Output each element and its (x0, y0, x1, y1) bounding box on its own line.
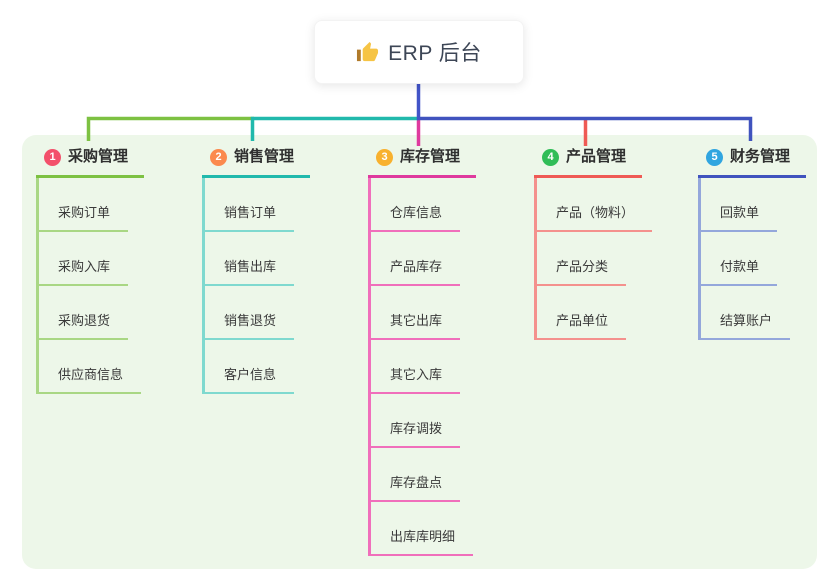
branch-head-purchase[interactable]: 1 采购管理 (36, 146, 145, 178)
branch-children: 仓库信息 产品库存 其它出库 其它入库 库存调拨 库存盘点 出库库明细 (368, 178, 476, 556)
branch-inventory: 3 库存管理 仓库信息 产品库存 其它出库 其它入库 库存调拨 库存盘点 出库库… (368, 146, 477, 556)
thumbs-up-icon (357, 41, 379, 61)
branch-product: 4 产品管理 产品（物料） 产品分类 产品单位 (534, 146, 653, 340)
child-node: 产品单位 (534, 286, 652, 340)
child-node: 产品分类 (534, 232, 652, 286)
child-node: 采购入库 (36, 232, 144, 286)
child-node: 销售出库 (202, 232, 310, 286)
branch-children: 产品（物料） 产品分类 产品单位 (534, 178, 653, 340)
child-node: 客户信息 (202, 340, 310, 394)
branch-vline (698, 178, 701, 340)
root-node[interactable]: ERP 后台 (314, 20, 524, 84)
child-node-label[interactable]: 采购退货 (36, 312, 129, 340)
child-node-label[interactable]: 结算账户 (698, 312, 791, 340)
child-node-label[interactable]: 采购入库 (36, 258, 129, 286)
branch-head-sales[interactable]: 2 销售管理 (202, 146, 311, 178)
branch-vline (36, 178, 39, 394)
child-node-label[interactable]: 仓库信息 (368, 204, 461, 232)
child-node-label[interactable]: 产品分类 (534, 258, 627, 286)
child-node-label[interactable]: 供应商信息 (36, 366, 142, 394)
branch-badge: 3 (376, 148, 393, 166)
child-node: 出库库明细 (368, 502, 476, 556)
branch-children: 采购订单 采购入库 采购退货 供应商信息 (36, 178, 144, 394)
child-node-label[interactable]: 产品单位 (534, 312, 627, 340)
child-node: 库存盘点 (368, 448, 476, 502)
child-node: 付款单 (698, 232, 806, 286)
branch-head-finance[interactable]: 5 财务管理 (698, 146, 807, 178)
child-node-label[interactable]: 销售订单 (202, 204, 295, 232)
child-node-label[interactable]: 其它入库 (368, 366, 461, 394)
branch-label: 产品管理 (566, 148, 627, 165)
branch-head-product[interactable]: 4 产品管理 (534, 146, 643, 178)
child-node-label[interactable]: 出库库明细 (368, 528, 474, 556)
child-node: 采购订单 (36, 178, 144, 232)
child-node-label[interactable]: 回款单 (698, 204, 778, 232)
child-node: 其它出库 (368, 286, 476, 340)
branch-badge: 2 (210, 148, 227, 166)
branch-vline (202, 178, 205, 394)
branch-label: 采购管理 (68, 148, 129, 165)
branch-label: 销售管理 (234, 148, 295, 165)
branch-head-inventory[interactable]: 3 库存管理 (368, 146, 477, 178)
child-node-label[interactable]: 库存盘点 (368, 474, 461, 502)
root-node-title: ERP 后台 (388, 42, 482, 65)
child-node-label[interactable]: 销售出库 (202, 258, 295, 286)
branch-vline (534, 178, 537, 340)
branch-finance: 5 财务管理 回款单 付款单 结算账户 (698, 146, 807, 340)
child-node-label[interactable]: 销售退货 (202, 312, 295, 340)
child-node: 仓库信息 (368, 178, 476, 232)
child-node-label[interactable]: 付款单 (698, 258, 778, 286)
child-node: 供应商信息 (36, 340, 144, 394)
child-node: 产品库存 (368, 232, 476, 286)
child-node: 产品（物料） (534, 178, 653, 232)
child-node: 结算账户 (698, 286, 806, 340)
child-node-label[interactable]: 产品库存 (368, 258, 461, 286)
branch-badge: 1 (44, 148, 61, 166)
child-node: 库存调拨 (368, 394, 476, 448)
branch-children: 销售订单 销售出库 销售退货 客户信息 (202, 178, 310, 394)
mindmap-panel (22, 135, 817, 569)
branch-badge: 5 (706, 148, 723, 166)
branch-children: 回款单 付款单 结算账户 (698, 178, 806, 340)
child-node: 其它入库 (368, 340, 476, 394)
branch-vline (368, 178, 371, 556)
branch-label: 财务管理 (730, 148, 791, 165)
child-node-label[interactable]: 客户信息 (202, 366, 295, 394)
child-node: 采购退货 (36, 286, 144, 340)
branch-badge: 4 (542, 148, 559, 166)
child-node-label[interactable]: 产品（物料） (534, 204, 653, 232)
branch-purchase: 1 采购管理 采购订单 采购入库 采购退货 供应商信息 (36, 146, 145, 394)
child-node: 销售退货 (202, 286, 310, 340)
child-node: 回款单 (698, 178, 806, 232)
child-node-label[interactable]: 采购订单 (36, 204, 129, 232)
child-node: 销售订单 (202, 178, 310, 232)
branch-label: 库存管理 (400, 148, 461, 165)
child-node-label[interactable]: 库存调拨 (368, 420, 461, 448)
branch-sales: 2 销售管理 销售订单 销售出库 销售退货 客户信息 (202, 146, 311, 394)
child-node-label[interactable]: 其它出库 (368, 312, 461, 340)
